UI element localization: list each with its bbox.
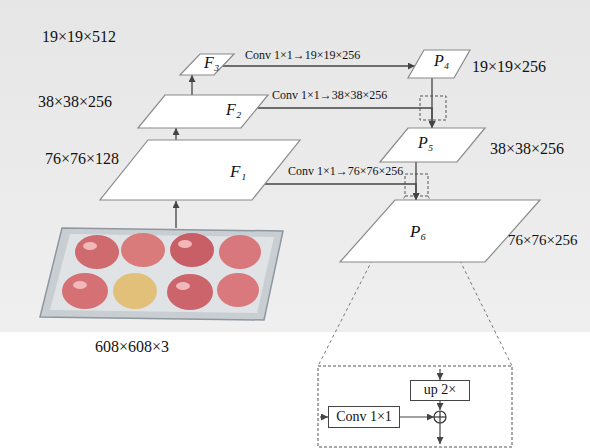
inset-arrow [400, 416, 434, 417]
operation-label: up 2× [424, 382, 456, 398]
inset-arrow [439, 369, 440, 380]
operation-label: Conv 1×1→19×19×256 [245, 48, 360, 63]
map-name: P₆ [410, 222, 426, 242]
arrow-connector [431, 78, 432, 128]
input-arrow [175, 201, 176, 228]
inset-arrow [320, 416, 328, 417]
sum-symbol [434, 411, 446, 423]
arrow-connector [415, 162, 416, 200]
operation-box: up 2× [410, 380, 470, 401]
feature-map: F₃ [180, 54, 234, 75]
arrow-connector [191, 75, 192, 95]
map-name: P₅ [418, 134, 433, 152]
map-name: F₃ [204, 54, 219, 72]
arrow-connector [257, 108, 432, 128]
feature-map: P₆ [340, 200, 540, 262]
dimension-label: 38×38×256 [490, 140, 564, 158]
background-panel [0, 0, 590, 332]
operation-label: Conv 1×1→76×76×256 [288, 164, 403, 179]
dimension-label: 19×19×256 [472, 58, 546, 76]
feature-map: P₄ [408, 50, 470, 78]
parallelogram-outline [138, 95, 268, 128]
operation-label: Conv 1×1→38×38×256 [272, 88, 387, 103]
arrow-connector [223, 65, 415, 66]
arrow-connector [175, 128, 176, 140]
inset-arrow [439, 401, 440, 410]
inset-arrow [439, 423, 440, 444]
dimension-label: 76×76×128 [45, 150, 119, 168]
arrow-connector [265, 184, 416, 200]
parallelogram-outline [100, 140, 300, 200]
detail-inset [318, 366, 512, 447]
dimension-label: 19×19×512 [42, 28, 116, 46]
dimension-label: 38×38×256 [38, 93, 112, 111]
map-name: P₄ [434, 52, 449, 70]
operation-label: Conv 1×1 [336, 409, 392, 425]
feature-map: P₅ [380, 128, 485, 162]
feature-map: F₂ [138, 95, 268, 128]
dimension-label: 608×608×3 [95, 338, 169, 356]
parallelogram-outline [340, 200, 540, 262]
dimension-label: 76×76×256 [508, 232, 577, 249]
apple-photo [40, 228, 283, 320]
map-name: F₂ [226, 101, 241, 119]
map-name: F₁ [230, 162, 246, 182]
operation-box: Conv 1×1 [328, 406, 400, 428]
feature-map: F₁ [100, 140, 300, 200]
